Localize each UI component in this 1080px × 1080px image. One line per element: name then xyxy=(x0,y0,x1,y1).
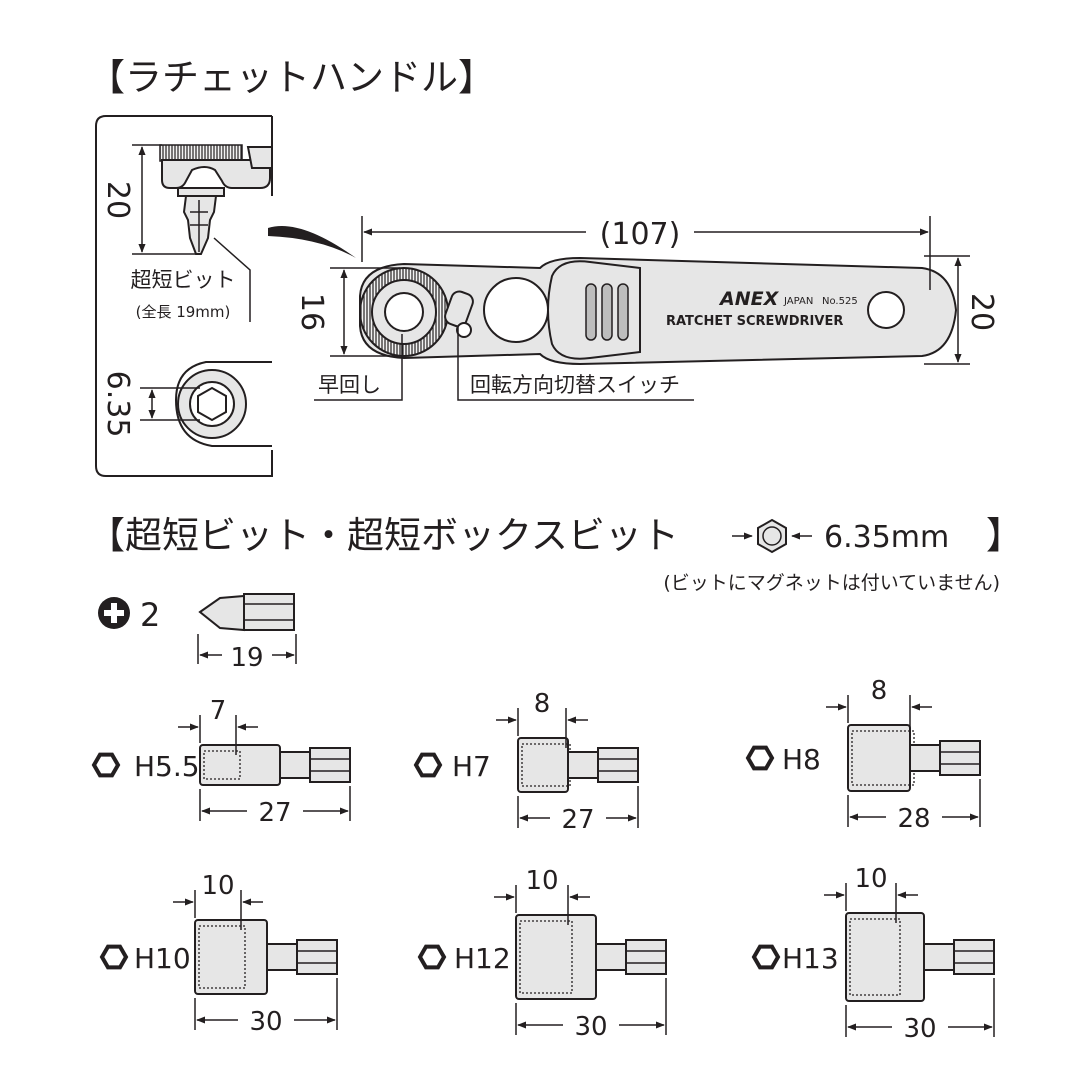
bit-hex-tip xyxy=(625,939,667,975)
socket-body xyxy=(515,914,597,1000)
bit-shank xyxy=(567,751,599,779)
bit-hex-tip xyxy=(953,939,995,975)
box-bit-label: H8 xyxy=(782,743,821,776)
short-bit-label: 超短ビット xyxy=(131,268,236,292)
dim-16: 16 xyxy=(294,293,329,331)
box-bit-item: H13 10 30 xyxy=(751,864,995,1044)
box-bit-item: H12 10 30 xyxy=(417,866,667,1042)
section-title-bits: 【超短ビット・超短ボックスビット xyxy=(88,514,679,557)
bit-hex-tip xyxy=(939,740,981,776)
handle-model: No.525 xyxy=(822,296,858,307)
hex-icon xyxy=(757,518,787,554)
inset-ratchet-head xyxy=(159,144,273,189)
socket-depth-dim: 10 xyxy=(525,866,558,896)
bit-length-dim: 27 xyxy=(561,805,594,835)
hex-key-icon xyxy=(745,745,775,771)
phillips-bit-row: 2 19 xyxy=(98,593,297,673)
detail-pointer xyxy=(268,226,356,258)
socket-body xyxy=(517,737,569,793)
section-title-ratchet: 【ラチェットハンドル】 xyxy=(88,56,495,99)
inset-socket-end xyxy=(174,361,272,447)
socket-depth-outline xyxy=(849,918,901,996)
socket-depth-dim: 8 xyxy=(871,676,888,706)
bit-shank xyxy=(266,943,298,971)
box-bit-item: H7 8 27 xyxy=(413,689,639,835)
box-bit-label: H13 xyxy=(782,942,839,975)
handle-name: RATCHET SCREWDRIVER xyxy=(666,314,843,329)
hex-key-icon xyxy=(417,944,447,970)
box-bit-item: H5.5 7 27 xyxy=(91,696,351,828)
socket-body xyxy=(194,919,268,995)
section-title-end: 】 xyxy=(986,514,1023,557)
hex-key-icon xyxy=(99,944,129,970)
socket-depth-dim: 7 xyxy=(210,696,227,726)
box-bit-item: H8 8 28 xyxy=(745,676,981,834)
bit-shank xyxy=(909,744,941,772)
box-bit-label: H5.5 xyxy=(134,750,200,783)
bit-length-dim: 30 xyxy=(249,1007,282,1037)
label-quick-turn: 早回し xyxy=(318,373,381,397)
bit-hex-tip xyxy=(597,747,639,783)
inset-panel: 20 超短ビット (全長 19mm) 6.35 xyxy=(95,115,273,477)
socket-depth-outline xyxy=(203,750,241,780)
inset-dim-635: 6.35 xyxy=(100,371,135,438)
phillips-size: 2 xyxy=(140,596,160,634)
hex-key-icon xyxy=(91,752,121,778)
inset-short-bit xyxy=(177,187,225,255)
bit-length-dim: 28 xyxy=(897,804,930,834)
handle-origin: JAPAN xyxy=(783,296,813,307)
magnet-note: (ビットにマグネットは付いていません) xyxy=(663,572,1000,594)
hex-key-icon xyxy=(413,752,443,778)
bit-shank xyxy=(279,751,311,779)
socket-depth-outline xyxy=(198,925,246,989)
socket-body xyxy=(847,724,911,792)
phillips-icon xyxy=(98,597,130,629)
bit-hex-tip xyxy=(309,747,351,783)
box-bit-label: H10 xyxy=(134,942,191,975)
inset-dim-20: 20 xyxy=(100,181,135,219)
bit-shank xyxy=(923,943,955,971)
box-bit-item: H10 10 30 xyxy=(99,871,338,1037)
dim-107: (107) xyxy=(600,217,681,252)
socket-depth-dim: 10 xyxy=(201,871,234,901)
hex-key-icon xyxy=(751,944,781,970)
handle-brand: ANEX xyxy=(718,288,780,310)
bit-length-dim: 30 xyxy=(574,1012,607,1042)
bit-length-dim: 30 xyxy=(903,1014,936,1044)
box-bit-label: H7 xyxy=(452,750,491,783)
bit-hex-tip xyxy=(296,939,338,975)
bit-shank xyxy=(595,943,627,971)
box-bit-label: H12 xyxy=(454,942,511,975)
bit-length-dim: 27 xyxy=(258,798,291,828)
phillips-length: 19 xyxy=(230,643,263,673)
dim-20-handle: 20 xyxy=(964,293,999,331)
hex-size-label: 6.35mm xyxy=(824,520,949,555)
socket-depth-dim: 8 xyxy=(534,689,551,719)
socket-depth-outline xyxy=(519,920,573,994)
label-direction-switch: 回転方向切替スイッチ xyxy=(470,373,680,397)
short-bit-sublabel: (全長 19mm) xyxy=(136,303,231,321)
hex-size-indicator xyxy=(732,518,812,554)
socket-depth-dim: 10 xyxy=(854,864,887,894)
ratchet-handle: ANEX JAPAN No.525 RATCHET SCREWDRIVER xyxy=(359,256,958,366)
socket-body xyxy=(845,912,925,1002)
